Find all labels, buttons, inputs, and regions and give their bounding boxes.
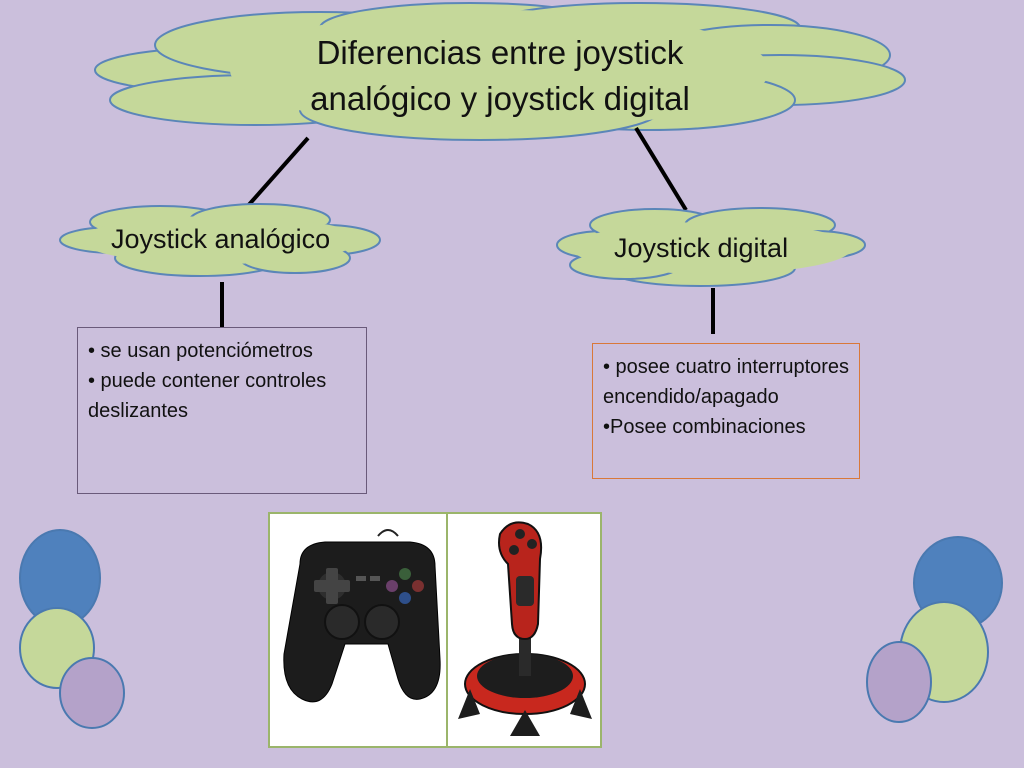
title-line-2: analógico y joystick digital bbox=[310, 80, 690, 117]
analog-node-label: Joystick analógico bbox=[111, 224, 331, 254]
joystick-photo-panel bbox=[268, 512, 602, 748]
diagram-title: Diferencias entre joystick analógico y j… bbox=[240, 30, 760, 122]
digital-node-label: Joystick digital bbox=[614, 233, 789, 263]
flight-joystick-image bbox=[458, 521, 592, 736]
digital-feature-item: •Posee combinaciones bbox=[603, 416, 806, 438]
connector-title-digital bbox=[634, 126, 688, 212]
analog-feature-item: • se usan potenciómetros bbox=[88, 340, 313, 362]
analog-cloud bbox=[59, 203, 381, 277]
analog-features-box: • se usan potenciómetros • puede contene… bbox=[77, 327, 367, 494]
connectors bbox=[220, 126, 715, 334]
digital-feature-item: • posee cuatro interruptores encendido/a… bbox=[603, 356, 850, 408]
analog-feature-item: • puede contener controles deslizantes bbox=[88, 370, 327, 422]
digital-cloud bbox=[556, 207, 866, 287]
decor-circles-left bbox=[19, 529, 125, 729]
connector-title-analog bbox=[244, 136, 310, 210]
title-cloud bbox=[94, 2, 906, 141]
title-line-1: Diferencias entre joystick bbox=[316, 34, 684, 71]
decor-circles-right bbox=[866, 536, 1003, 723]
gamepad-image bbox=[283, 529, 441, 703]
digital-features-box: • posee cuatro interruptores encendido/a… bbox=[592, 343, 860, 479]
